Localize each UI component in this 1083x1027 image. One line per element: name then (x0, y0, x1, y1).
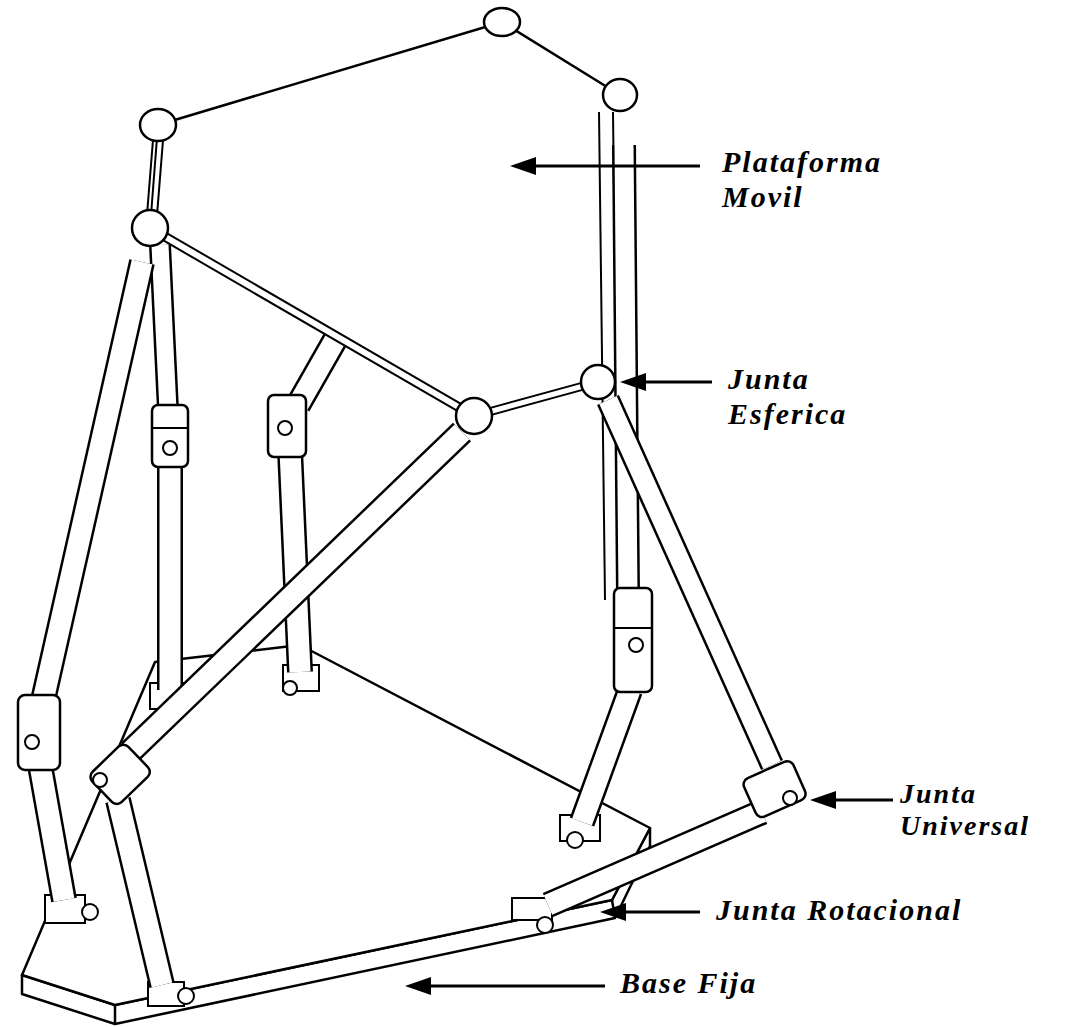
part-label: Junta Universal (900, 778, 1075, 842)
part-label: Junta Esferica (728, 362, 903, 431)
spherical-joints (132, 8, 637, 434)
part-label: Junta Rotacional (716, 893, 962, 928)
base-mounts (45, 665, 600, 1006)
mobile-platform (150, 22, 620, 416)
fixed-base (22, 645, 650, 1024)
legs-front (18, 245, 808, 985)
part-label: Plataforma Movil (722, 145, 952, 214)
leader-arrows (405, 157, 893, 995)
legs-back (152, 112, 652, 822)
part-label: Base Fija (620, 966, 757, 1001)
